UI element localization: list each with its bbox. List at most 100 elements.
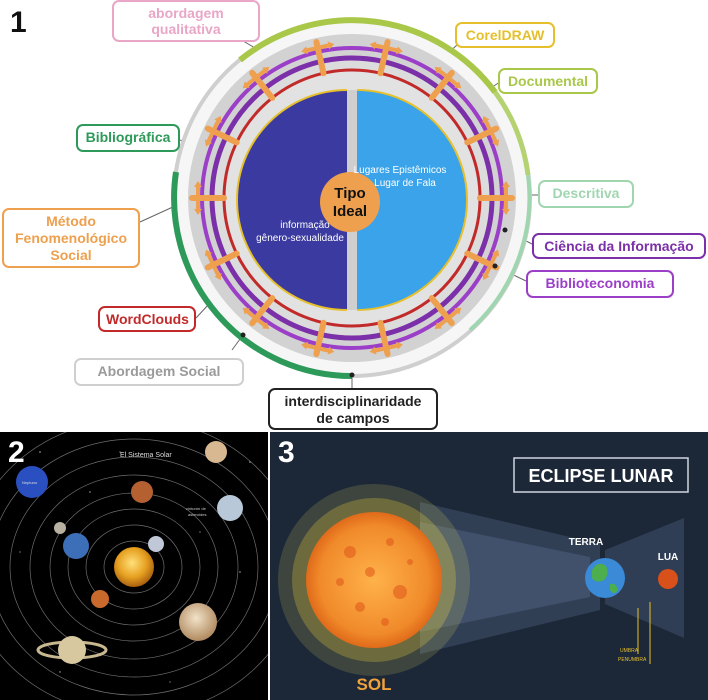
- sun-sol: [306, 512, 442, 648]
- earth: [63, 533, 89, 559]
- moon-lua: [658, 569, 678, 589]
- spoke-crossbar: [484, 120, 498, 143]
- right-text-line-1: Lugares Epistêmicos: [354, 165, 447, 176]
- spoke-arrow: [482, 115, 490, 124]
- spoke-arrow: [204, 139, 213, 147]
- spoke-arrow: [454, 81, 462, 89]
- planet-top: [205, 441, 227, 463]
- earth-shadow-cone: [605, 518, 684, 638]
- spoke-arrow: [482, 272, 490, 281]
- spoke-crossbar: [305, 343, 330, 353]
- spoke-crossbar: [484, 253, 498, 276]
- spoke-arrow: [242, 307, 250, 315]
- spoke-arrow: [262, 66, 270, 74]
- label-umbra: UMBRA: [620, 648, 639, 654]
- label-terra: TERRA: [569, 537, 603, 548]
- outer-arc-lime: [238, 17, 498, 94]
- neptune: [16, 466, 48, 498]
- label-metodo-line-3: Social: [50, 247, 92, 263]
- spoke-arrow: [454, 307, 462, 315]
- diagram-panel-1: 1: [0, 0, 708, 432]
- outer-arc-mint: [468, 174, 532, 332]
- center-line-1: Tipo: [334, 185, 365, 202]
- spoke-crossbar: [374, 343, 399, 353]
- dot-bottom: [349, 372, 355, 378]
- spoke-arrow: [396, 341, 403, 350]
- sun: [114, 547, 154, 587]
- inner-left-outline: [236, 89, 348, 311]
- left-text-line-1: informação: [280, 220, 330, 231]
- spoke-crossbar: [438, 310, 458, 327]
- label-interdisciplinaridade: interdisciplinaridade de campos: [268, 388, 438, 430]
- left-text-line-2: gênero-sexualidade: [256, 233, 344, 244]
- spoke-crossbar: [206, 120, 220, 143]
- spoke-arrow: [502, 181, 510, 187]
- saturn: [36, 636, 108, 664]
- right-text-line-2: Lugar de Fala: [374, 178, 436, 189]
- label-lua: LUA: [658, 552, 679, 563]
- mars: [91, 590, 109, 608]
- label-qualitativa-line-1: abordagem: [148, 5, 224, 21]
- belt-label-2: asteroides: [188, 512, 206, 517]
- orange-spokes: [189, 39, 515, 357]
- spoke-arrow: [502, 209, 510, 215]
- solar-system-panel: El Sistema Solar cinturón de asteroides …: [0, 432, 268, 700]
- label-metodo-line-1: Método: [46, 213, 96, 229]
- label-abordagem-qualitativa: abordagem qualitativa: [112, 0, 260, 42]
- label-documental: Documental: [498, 68, 598, 94]
- label-interdisciplinaridade-line-1: interdisciplinaridade: [284, 393, 422, 409]
- label-qualitativa-line-2: qualitativa: [151, 21, 221, 37]
- label-sol: SOL: [357, 675, 392, 694]
- spoke-arrow: [194, 181, 202, 187]
- label-metodo-line-2: Fenomenológico: [15, 230, 127, 246]
- spoke-arrow: [301, 46, 308, 55]
- lunar-eclipse-panel: ECLIPSE LUNAR TERRA LUA SOL UMBRA PENUMB…: [270, 432, 708, 700]
- spoke-arrow: [204, 249, 213, 257]
- center-bubble: [320, 172, 380, 232]
- umbra-cone: [420, 522, 590, 632]
- spoke-arrow: [262, 322, 270, 330]
- spoke-arrow: [301, 341, 308, 350]
- planet-red: [131, 481, 153, 503]
- earth-land-2: [610, 583, 618, 593]
- label-ciencia-informacao: Ciência da Informação: [532, 233, 706, 259]
- spoke-arrow: [491, 249, 500, 257]
- inner-right-half: [357, 90, 467, 310]
- panel-number-2: 2: [8, 436, 25, 469]
- solar-title: El Sistema Solar: [120, 452, 172, 459]
- panel-number-3: 3: [278, 436, 295, 469]
- belt-label-1: cinturón de: [186, 506, 207, 511]
- sun-texture: [336, 538, 413, 626]
- spoke-arrow: [491, 139, 500, 147]
- uranus: [217, 495, 243, 521]
- label-descritiva: Descritiva: [538, 180, 634, 208]
- stars: [19, 451, 251, 683]
- dot-ciencia: [502, 227, 508, 233]
- label-biblioteconomia: Biblioteconomia: [526, 270, 674, 298]
- spoke-crossbar: [305, 43, 330, 53]
- neptune-label: Neptuno: [22, 480, 38, 485]
- label-interdisciplinaridade-line-2: de campos: [316, 410, 390, 426]
- connector-metodo: [139, 205, 176, 223]
- label-coreldraw: CorelDRAW: [455, 22, 555, 48]
- eclipse-title: ECLIPSE LUNAR: [528, 466, 673, 486]
- label-abordagem-social: Abordagem Social: [74, 358, 244, 386]
- spoke-arrow: [194, 209, 202, 215]
- dot-social: [240, 332, 246, 338]
- label-metodo: Método Fenomenológico Social: [2, 208, 140, 268]
- spoke-arrow: [327, 41, 335, 50]
- earth-land: [592, 563, 608, 582]
- spoke-arrow: [369, 41, 377, 50]
- spoke-arrow: [327, 346, 335, 355]
- inner-right-outline: [356, 89, 468, 311]
- label-wordclouds: WordClouds: [98, 306, 196, 332]
- spoke-arrow: [214, 272, 222, 281]
- spoke-crossbar: [206, 253, 220, 276]
- mercury: [54, 522, 66, 534]
- spoke-crossbar: [374, 43, 399, 53]
- solar-system-image: El Sistema Solar cinturón de asteroides …: [0, 432, 268, 700]
- spoke-crossbar: [246, 310, 266, 327]
- label-penumbra: PENUMBRA: [618, 657, 647, 663]
- panel-number-1: 1: [10, 6, 27, 39]
- outer-arc-lime-2: [492, 90, 531, 176]
